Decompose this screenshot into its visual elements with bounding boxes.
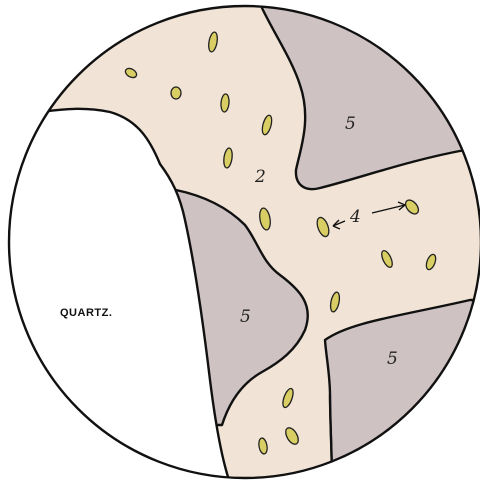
label-region-5-top: 5 — [345, 114, 356, 134]
label-region-5-bottom: 5 — [387, 349, 398, 369]
label-quartz: QUARTZ. — [60, 307, 112, 319]
label-region-4: 4 — [349, 207, 361, 227]
mineral-region-5-bottom — [325, 300, 480, 483]
label-region-2: 2 — [254, 167, 266, 187]
grain — [171, 87, 181, 99]
label-region-5-middle: 5 — [240, 307, 251, 327]
